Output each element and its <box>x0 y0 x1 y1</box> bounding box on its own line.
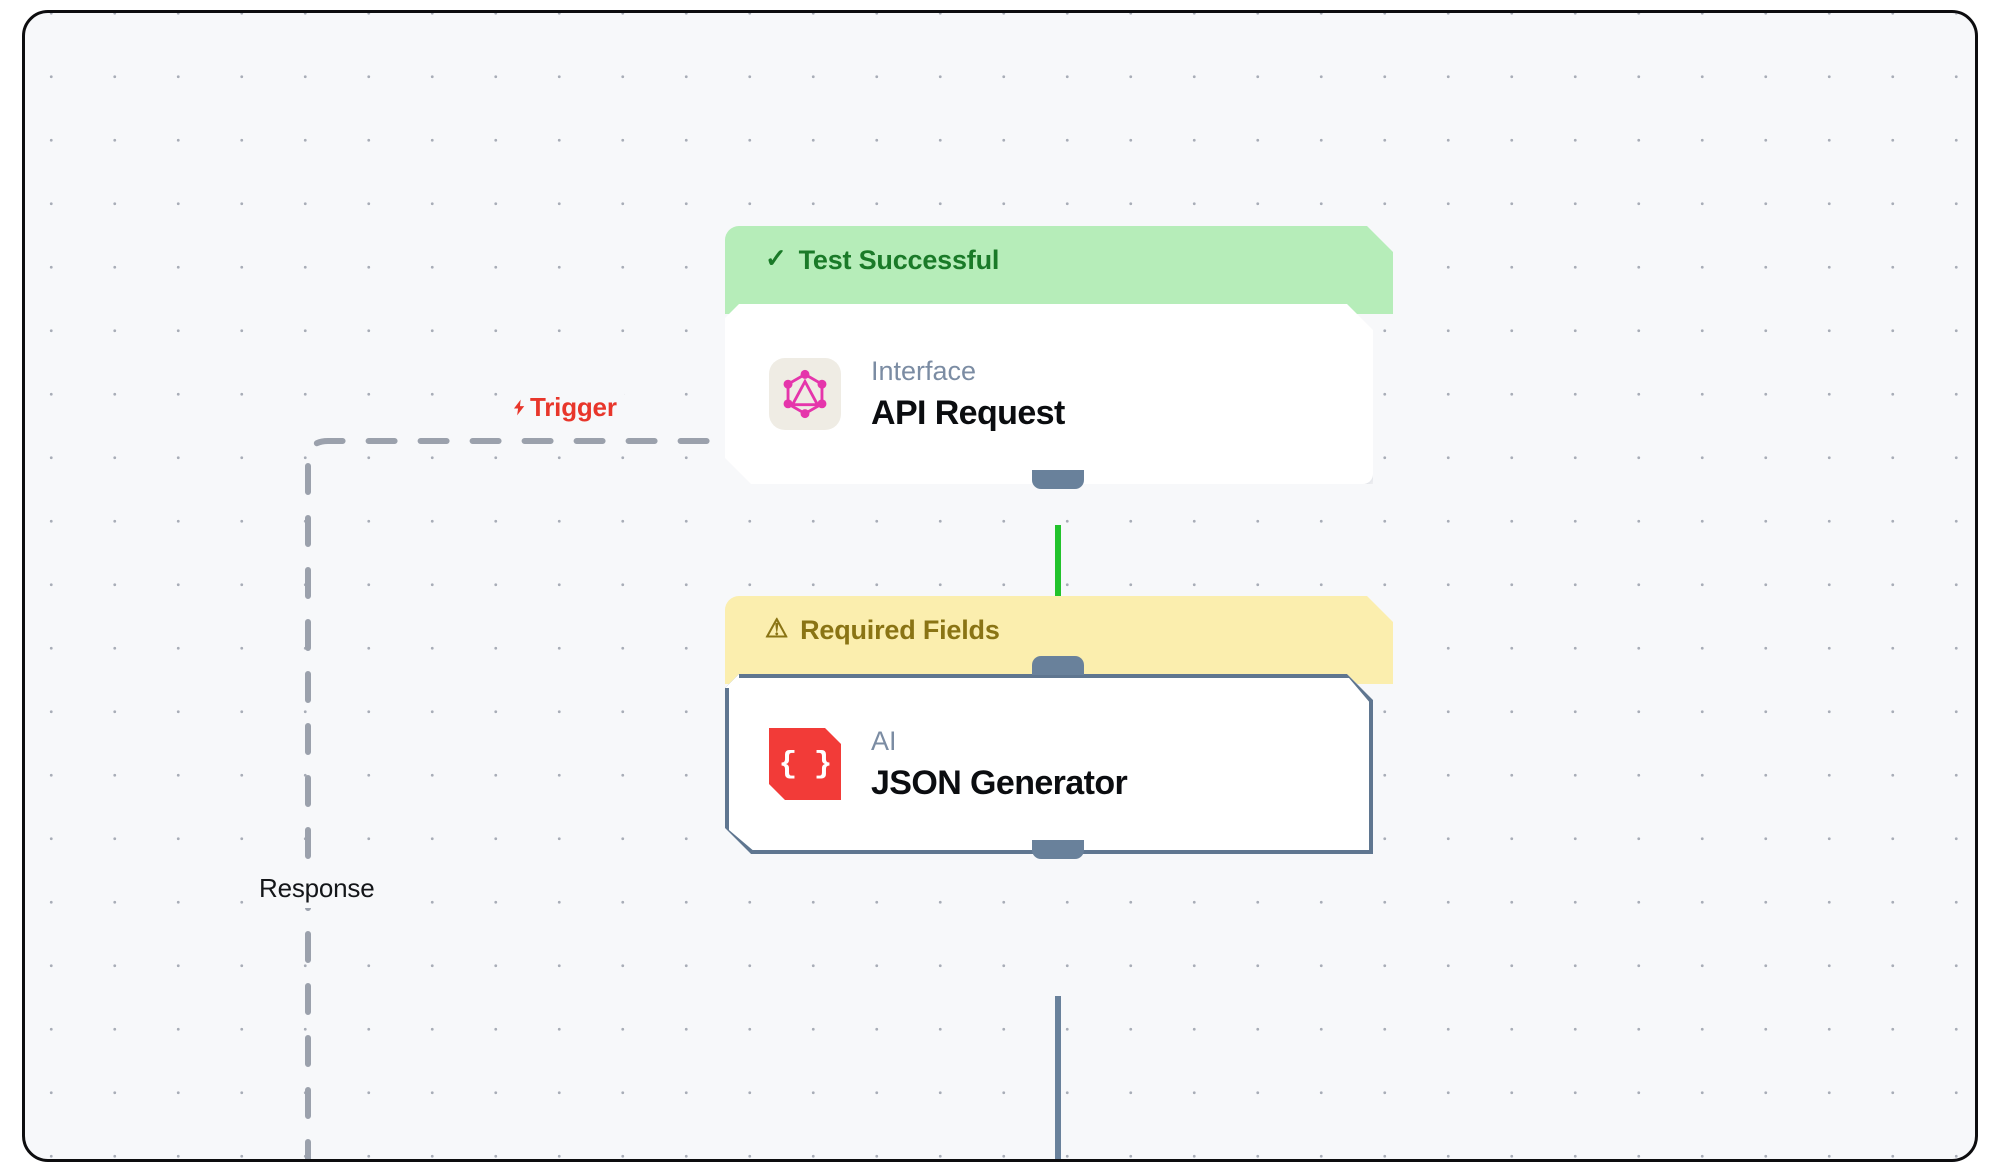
warning-triangle-icon: ⚠ <box>765 613 789 643</box>
canvas-dot-grid <box>25 13 1975 1159</box>
status-badge-label: Required Fields <box>800 615 1000 645</box>
node-text-api-request: Interface API Request <box>871 356 1065 433</box>
edge-label-response[interactable]: Response <box>247 869 387 908</box>
node-card-api-request[interactable]: Interface API Request <box>725 304 1373 484</box>
edge-label-response-text: Response <box>259 873 375 903</box>
node-title-label: API Request <box>871 393 1065 432</box>
workflow-canvas[interactable]: Trigger Response ✓ Test Successful <box>22 10 1978 1162</box>
json-braces-icon: { } <box>769 728 841 800</box>
node-kind-label: AI <box>871 725 897 756</box>
node-handle-target-json-generator[interactable] <box>1032 656 1084 675</box>
node-kind-label: Interface <box>871 355 977 386</box>
node-text-json-generator: AI JSON Generator <box>871 726 1127 803</box>
edge-label-trigger-text: Trigger <box>530 392 617 422</box>
edge-label-trigger[interactable]: Trigger <box>503 390 624 425</box>
node-card-json-generator[interactable]: { } AI JSON Generator <box>725 674 1373 854</box>
node-title-label: JSON Generator <box>871 763 1128 802</box>
status-badge-test-successful[interactable]: ✓ Test Successful <box>725 226 1393 314</box>
json-braces-glyph: { } <box>778 746 832 782</box>
status-badge-label: Test Successful <box>798 245 1000 275</box>
node-handle-source-json-generator[interactable] <box>1032 840 1084 859</box>
lightning-bolt-icon <box>513 399 525 416</box>
node-handle-source-api-request[interactable] <box>1032 470 1084 489</box>
graphql-icon <box>769 358 841 430</box>
check-icon: ✓ <box>765 243 787 273</box>
